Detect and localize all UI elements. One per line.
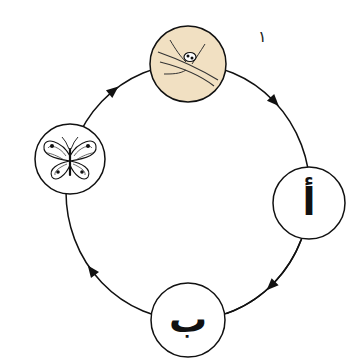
arrow-head (263, 278, 279, 294)
stage-circle (150, 26, 226, 102)
branch (158, 52, 218, 80)
arrow-head (84, 262, 99, 278)
butterfly-wings (44, 141, 96, 179)
egg-cluster (184, 53, 196, 62)
egg (191, 57, 194, 60)
cycle-arc (227, 240, 302, 314)
stage-circle: ب (150, 282, 226, 358)
arrow-head (106, 83, 122, 98)
twig (164, 70, 186, 74)
cycle-arrow (227, 240, 302, 314)
twig (170, 40, 186, 62)
stage-circle: أ (272, 166, 346, 240)
circle-outline (273, 167, 345, 239)
branch (160, 62, 214, 86)
arrow-head (267, 94, 283, 110)
butterfly-picture (35, 124, 105, 194)
egg (187, 55, 190, 58)
stage-letter: ب (169, 299, 207, 341)
stage-letter: أ (302, 182, 315, 224)
stage-circle (35, 124, 105, 194)
question-number: ١ (258, 28, 267, 46)
circle-outline (151, 283, 225, 357)
butterfly-body (69, 149, 71, 175)
eggs-picture (150, 26, 226, 102)
butterfly-antennae (62, 137, 78, 149)
